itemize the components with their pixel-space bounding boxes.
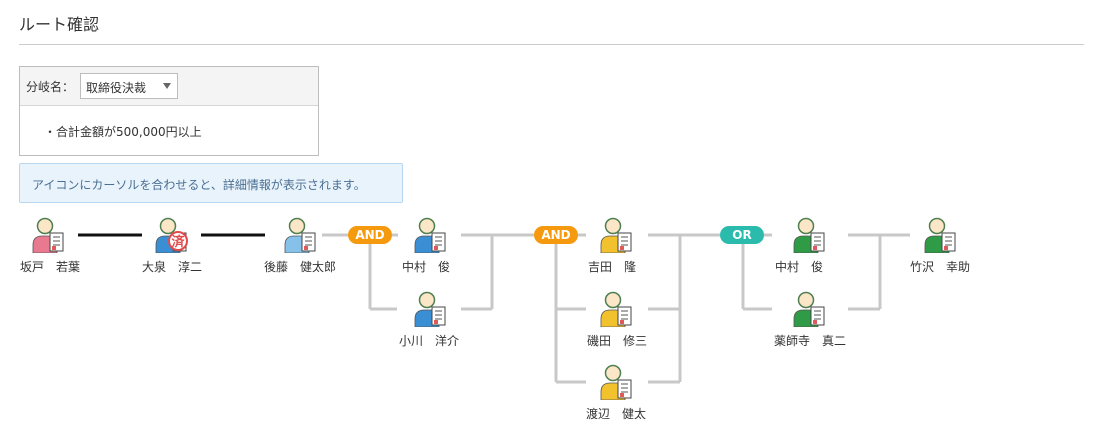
and-badge[interactable]: AND xyxy=(534,226,578,244)
person-document-icon xyxy=(793,291,825,327)
and-badge[interactable]: AND xyxy=(348,226,392,244)
person-document-icon xyxy=(924,217,956,253)
approver-name: 中村 俊 xyxy=(401,260,451,274)
chevron-down-icon xyxy=(163,83,171,89)
person-document-icon xyxy=(414,291,446,327)
approver-icon[interactable]: 済 xyxy=(154,217,200,253)
approver-name: 大泉 淳二 xyxy=(141,260,203,274)
person-document-icon xyxy=(600,217,632,253)
svg-text:済: 済 xyxy=(171,234,185,250)
approver-name: 薬師寺 真二 xyxy=(773,334,847,348)
approver-icon[interactable] xyxy=(599,364,645,400)
info-note: アイコンにカーソルを合わせると、詳細情報が表示されます。 xyxy=(19,163,403,203)
person-document-icon xyxy=(793,217,825,253)
person-document-icon xyxy=(600,364,632,400)
branch-select[interactable]: 取締役決裁 xyxy=(80,73,178,99)
person-document-icon: 済 xyxy=(155,217,188,253)
approver-name: 磯田 修三 xyxy=(586,334,648,348)
approver-name: 竹沢 幸助 xyxy=(909,260,971,274)
branch-select-value: 取締役決裁 xyxy=(86,81,147,95)
person-document-icon xyxy=(600,291,632,327)
approver-name: 小川 洋介 xyxy=(398,334,460,348)
approver-icon[interactable] xyxy=(923,217,969,253)
or-badge[interactable]: OR xyxy=(720,226,764,244)
approver-icon[interactable] xyxy=(413,217,459,253)
title-divider xyxy=(19,44,1084,45)
branch-condition: ・合計金額が500,000円以上 xyxy=(44,125,202,139)
branch-header: 分岐名： 取締役決裁 xyxy=(20,67,318,106)
person-document-icon xyxy=(284,217,316,253)
approver-name: 渡辺 健太 xyxy=(585,407,647,421)
branch-name-label: 分岐名： xyxy=(26,80,75,94)
approver-icon[interactable] xyxy=(599,217,645,253)
approver-name: 坂戸 若葉 xyxy=(19,260,81,274)
person-document-icon xyxy=(32,217,64,253)
approver-name: 後藤 健太郎 xyxy=(263,260,337,274)
approver-icon[interactable] xyxy=(792,291,838,327)
approver-icon[interactable] xyxy=(283,217,329,253)
branch-panel: 分岐名： 取締役決裁 ・合計金額が500,000円以上 xyxy=(19,66,319,156)
info-text: アイコンにカーソルを合わせると、詳細情報が表示されます。 xyxy=(32,178,366,192)
approver-icon[interactable] xyxy=(792,217,838,253)
person-document-icon xyxy=(414,217,446,253)
approver-name: 中村 俊 xyxy=(774,260,824,274)
approver-icon[interactable] xyxy=(413,291,459,327)
approver-icon[interactable] xyxy=(599,291,645,327)
approver-name: 吉田 隆 xyxy=(587,260,637,274)
page-title: ルート確認 xyxy=(19,15,100,34)
approver-icon[interactable] xyxy=(31,217,77,253)
